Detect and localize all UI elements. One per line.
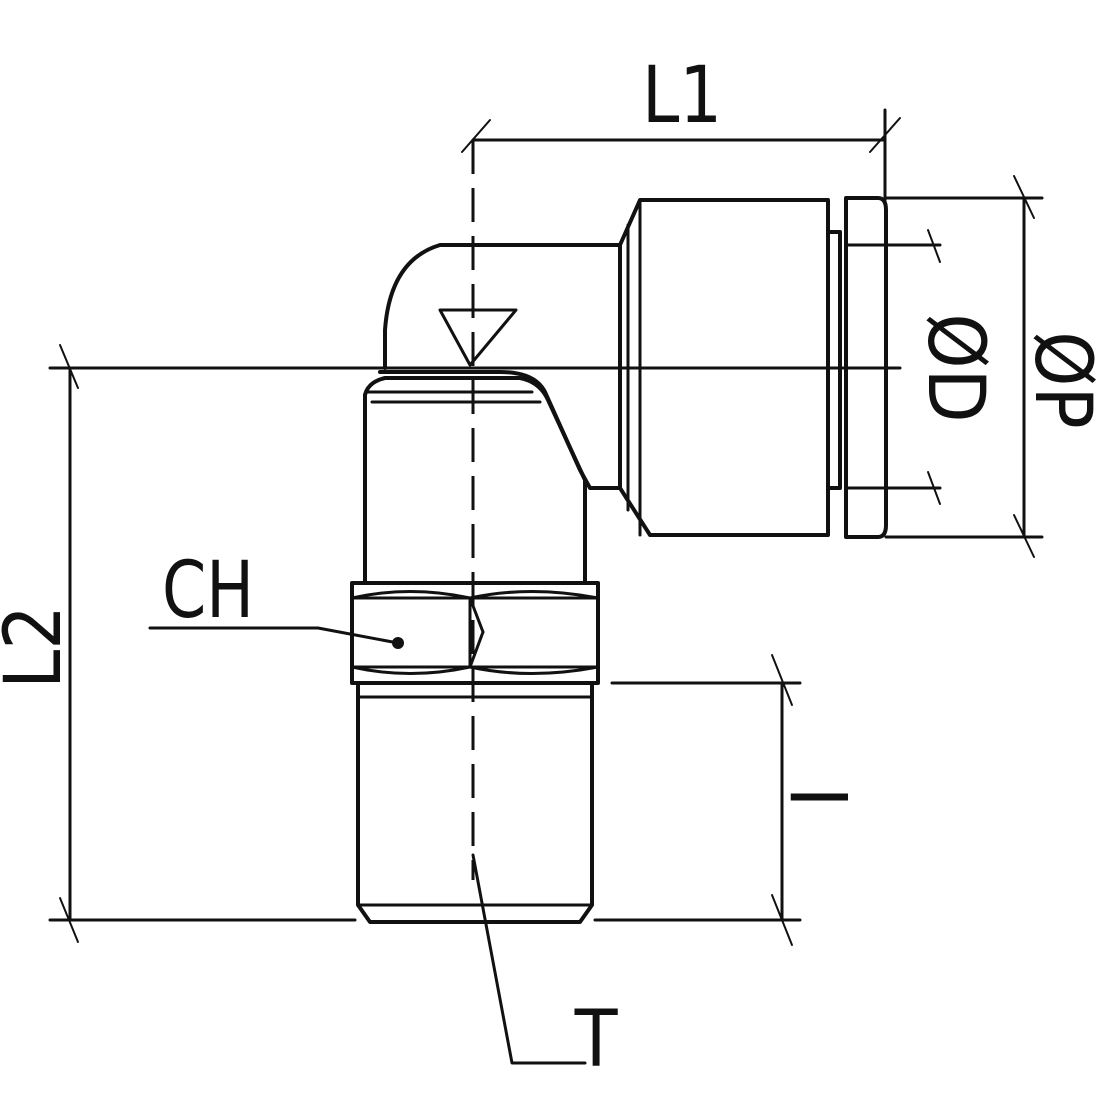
center-lines: [48, 140, 902, 880]
dimension-op: [884, 175, 1044, 558]
ch-leader-dot: [392, 637, 404, 649]
dimension-i: [593, 654, 802, 946]
collet-head: [618, 196, 888, 539]
dimension-l1: [461, 108, 901, 202]
vertical-body: [363, 376, 587, 585]
label-l1: L1: [642, 51, 722, 141]
label-od: ØD: [910, 313, 1000, 422]
leader-t: [471, 853, 587, 1065]
label-ch: CH: [162, 546, 254, 636]
label-t: T: [574, 995, 619, 1085]
label-l2: L2: [0, 605, 79, 689]
dimension-od: [884, 229, 942, 505]
dimension-l2: [48, 344, 357, 943]
label-i: I: [777, 787, 867, 808]
label-op: ØP: [1017, 331, 1106, 429]
leader-ch: [148, 626, 404, 649]
hex-nut: [350, 581, 600, 685]
threaded-shank: [356, 681, 594, 924]
